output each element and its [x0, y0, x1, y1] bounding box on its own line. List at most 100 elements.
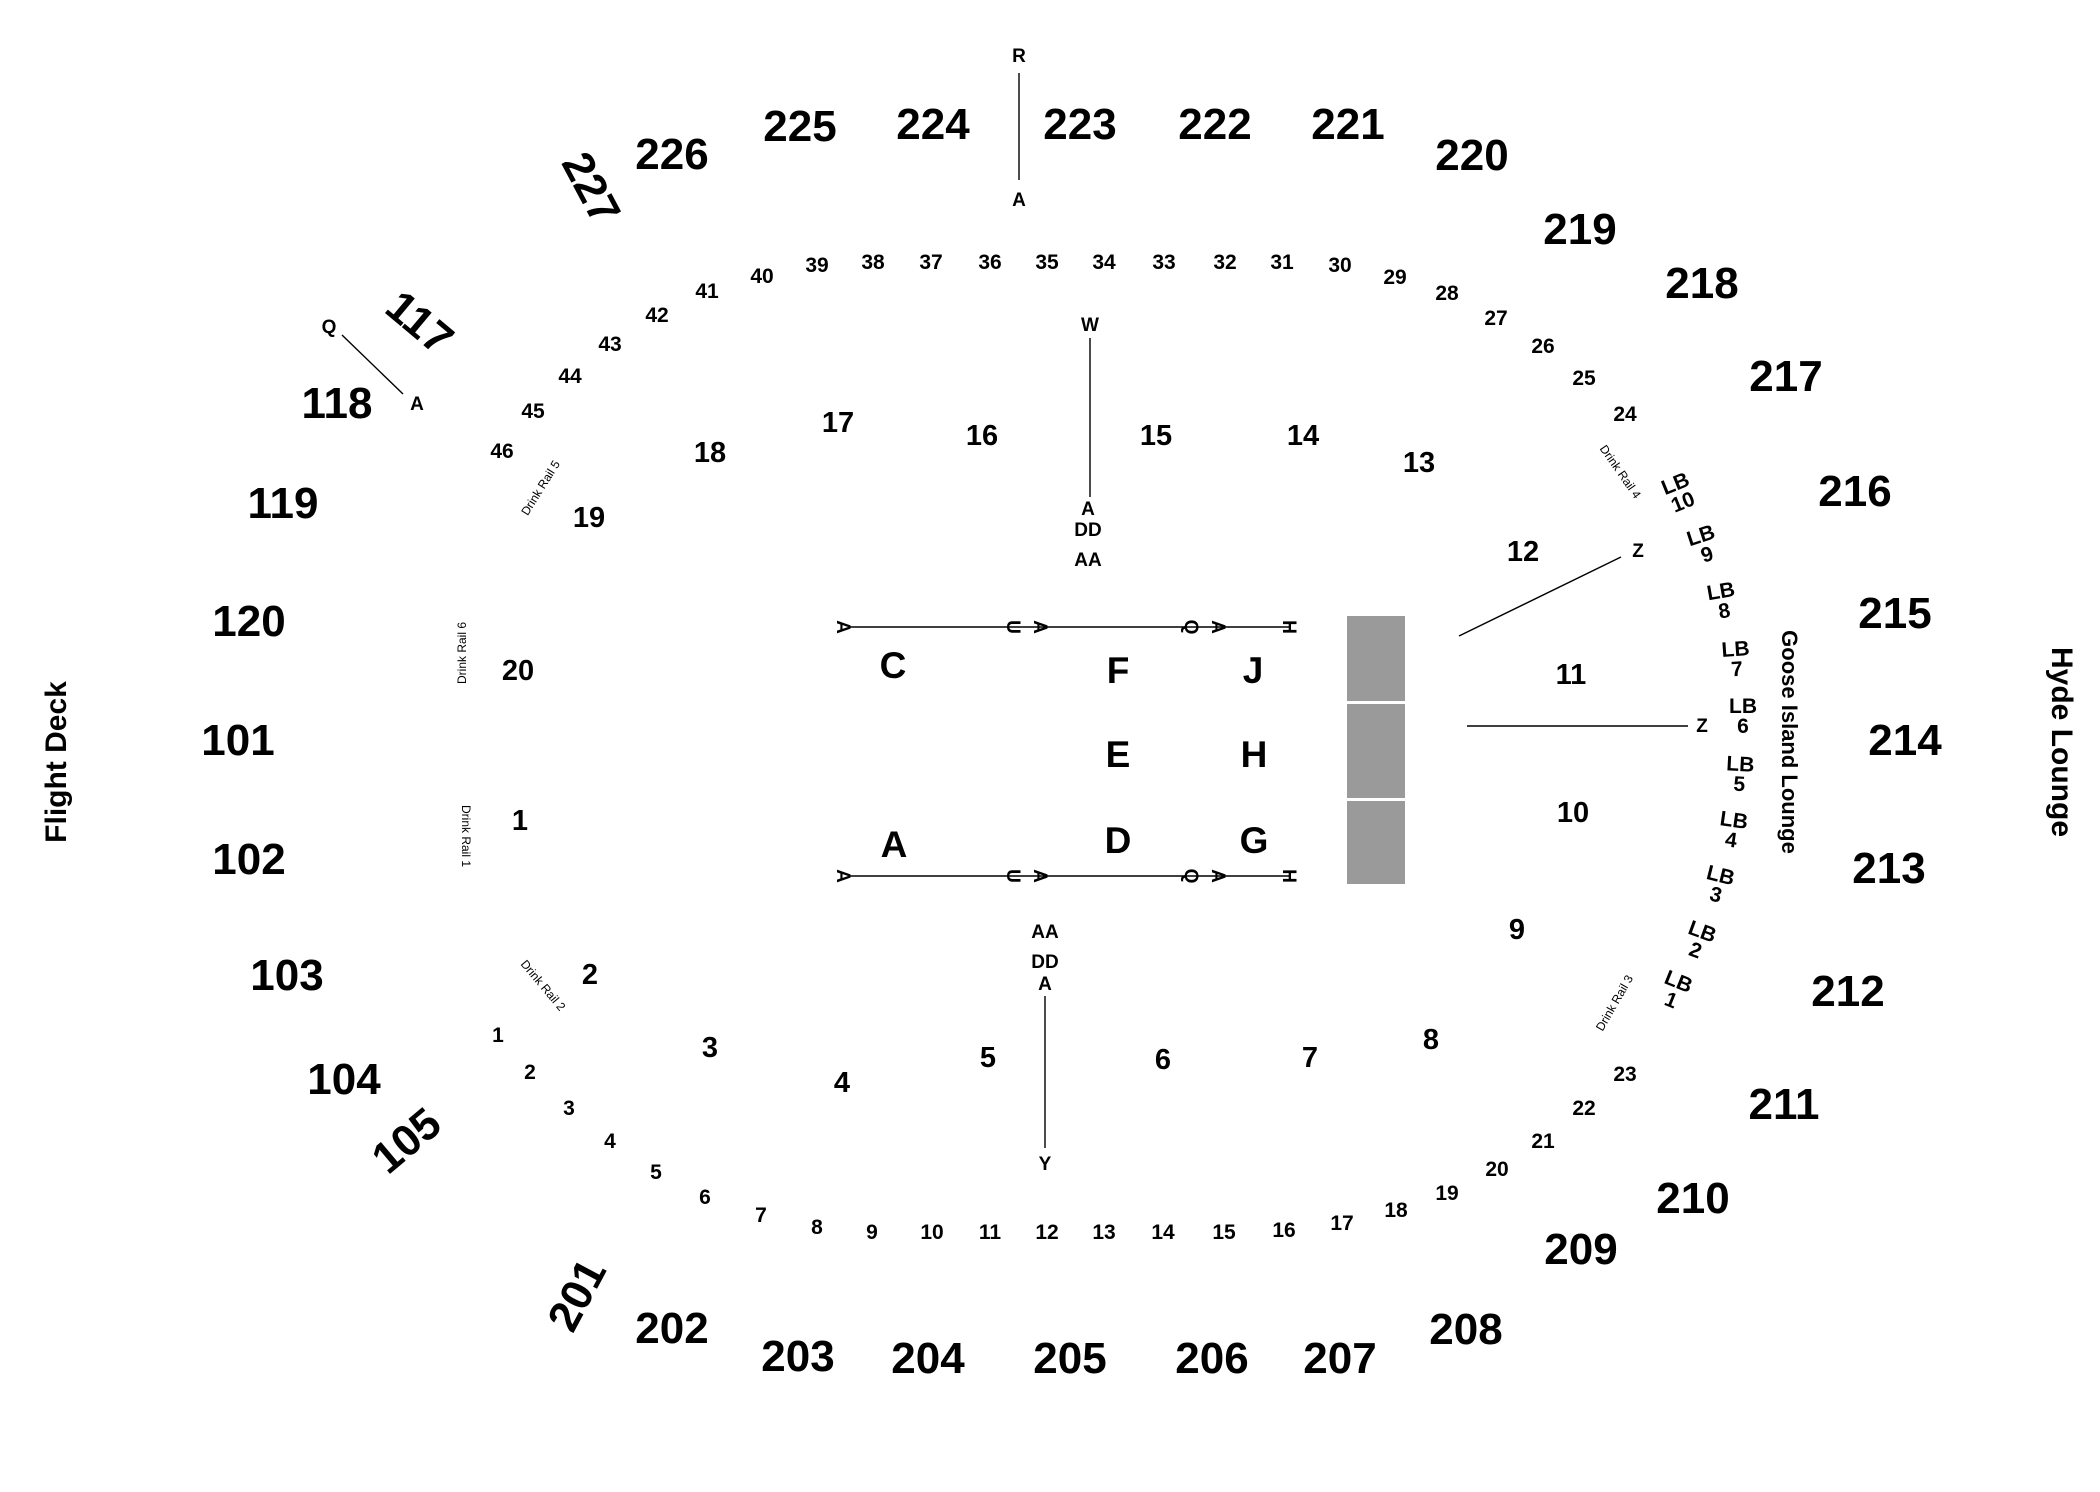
row-23[interactable]: 23 — [1613, 1063, 1636, 1086]
row-46[interactable]: 46 — [490, 440, 513, 463]
floor-section-15[interactable]: 15 — [1140, 420, 1172, 452]
floor-section-2[interactable]: 2 — [582, 959, 598, 991]
row-27[interactable]: 27 — [1484, 307, 1507, 330]
row-29[interactable]: 29 — [1383, 266, 1406, 289]
row-4[interactable]: 4 — [604, 1130, 616, 1153]
row-44[interactable]: 44 — [558, 365, 582, 388]
floor-section-10[interactable]: 10 — [1557, 797, 1589, 829]
section-226[interactable]: 226 — [635, 130, 708, 179]
lounge-box-10[interactable]: LB 10 — [1658, 468, 1700, 518]
row-1[interactable]: 1 — [492, 1024, 504, 1047]
floor-section-9[interactable]: 9 — [1509, 914, 1525, 946]
section-117[interactable]: 117 — [376, 281, 462, 364]
row-11[interactable]: 11 — [979, 1221, 1002, 1244]
row-26[interactable]: 26 — [1531, 335, 1554, 358]
floor-e[interactable]: E — [1106, 734, 1131, 775]
floor-a[interactable]: A — [881, 824, 908, 865]
floor-section-5[interactable]: 5 — [980, 1042, 996, 1074]
section-206[interactable]: 206 — [1175, 1334, 1248, 1383]
section-223[interactable]: 223 — [1043, 100, 1116, 149]
section-202[interactable]: 202 — [635, 1304, 708, 1353]
section-203[interactable]: 203 — [761, 1332, 834, 1381]
row-17[interactable]: 17 — [1330, 1212, 1353, 1235]
floor-section-8[interactable]: 8 — [1423, 1024, 1439, 1056]
lounge-box-7[interactable]: LB 7 — [1721, 637, 1752, 682]
section-103[interactable]: 103 — [250, 951, 323, 1000]
floor-section-17[interactable]: 17 — [822, 407, 854, 439]
drink-rail-3[interactable]: Drink Rail 3 — [1593, 972, 1636, 1033]
row-21[interactable]: 21 — [1531, 1130, 1555, 1153]
floor-c[interactable]: C — [880, 645, 907, 686]
section-120[interactable]: 120 — [212, 597, 285, 646]
row-19[interactable]: 19 — [1435, 1182, 1458, 1205]
section-215[interactable]: 215 — [1858, 589, 1931, 638]
section-219[interactable]: 219 — [1543, 205, 1616, 254]
floor-section-3[interactable]: 3 — [702, 1032, 718, 1064]
row-45[interactable]: 45 — [521, 400, 545, 423]
drink-rail-5[interactable]: Drink Rail 5 — [518, 458, 563, 518]
floor-section-18[interactable]: 18 — [694, 437, 726, 469]
section-218[interactable]: 218 — [1665, 259, 1738, 308]
lounge-box-9[interactable]: LB 9 — [1684, 521, 1724, 571]
row-8[interactable]: 8 — [811, 1216, 823, 1239]
floor-section-1[interactable]: 1 — [512, 805, 528, 837]
row-38[interactable]: 38 — [861, 251, 885, 274]
section-213[interactable]: 213 — [1852, 844, 1925, 893]
row-31[interactable]: 31 — [1270, 251, 1294, 274]
floor-section-16[interactable]: 16 — [966, 420, 998, 452]
row-32[interactable]: 32 — [1213, 251, 1236, 274]
section-221[interactable]: 221 — [1311, 100, 1384, 149]
floor-j[interactable]: J — [1243, 650, 1264, 691]
drink-rail-6[interactable]: Drink Rail 6 — [455, 622, 469, 684]
row-33[interactable]: 33 — [1152, 251, 1175, 274]
drink-rail-1[interactable]: Drink Rail 1 — [459, 805, 473, 867]
lounge-box-2[interactable]: LB 2 — [1678, 916, 1719, 966]
section-118[interactable]: 118 — [302, 379, 373, 428]
row-34[interactable]: 34 — [1092, 251, 1116, 274]
row-3[interactable]: 3 — [563, 1097, 575, 1120]
row-18[interactable]: 18 — [1384, 1199, 1408, 1222]
row-7[interactable]: 7 — [755, 1204, 767, 1227]
section-224[interactable]: 224 — [896, 100, 970, 149]
drink-rail-2[interactable]: Drink Rail 2 — [518, 957, 569, 1014]
section-208[interactable]: 208 — [1429, 1305, 1502, 1354]
row-36[interactable]: 36 — [978, 251, 1001, 274]
row-42[interactable]: 42 — [645, 304, 668, 327]
section-207[interactable]: 207 — [1303, 1334, 1376, 1383]
row-37[interactable]: 37 — [919, 251, 942, 274]
section-212[interactable]: 212 — [1811, 967, 1884, 1016]
row-41[interactable]: 41 — [695, 280, 719, 303]
floor-d[interactable]: D — [1105, 820, 1132, 861]
section-102[interactable]: 102 — [212, 835, 285, 884]
lounge-hyde[interactable]: Hyde Lounge — [2045, 647, 2078, 837]
row-28[interactable]: 28 — [1435, 282, 1459, 305]
section-216[interactable]: 216 — [1818, 467, 1891, 516]
section-205[interactable]: 205 — [1033, 1334, 1106, 1383]
floor-section-4[interactable]: 4 — [834, 1067, 850, 1099]
row-16[interactable]: 16 — [1272, 1219, 1295, 1242]
row-40[interactable]: 40 — [750, 265, 773, 288]
row-35[interactable]: 35 — [1035, 251, 1059, 274]
section-211[interactable]: 211 — [1749, 1080, 1820, 1129]
section-225[interactable]: 225 — [763, 102, 836, 151]
row-6[interactable]: 6 — [699, 1186, 711, 1209]
section-220[interactable]: 220 — [1435, 131, 1508, 180]
lounge-box-8[interactable]: LB 8 — [1705, 578, 1740, 625]
floor-section-19[interactable]: 19 — [573, 502, 605, 534]
section-101[interactable]: 101 — [201, 716, 274, 765]
section-105[interactable]: 105 — [363, 1099, 451, 1184]
section-210[interactable]: 210 — [1656, 1174, 1729, 1223]
row-5[interactable]: 5 — [650, 1161, 662, 1184]
section-217[interactable]: 217 — [1749, 352, 1822, 401]
row-10[interactable]: 10 — [920, 1221, 943, 1244]
floor-section-7[interactable]: 7 — [1302, 1042, 1318, 1074]
row-12[interactable]: 12 — [1035, 1221, 1058, 1244]
floor-f[interactable]: F — [1107, 650, 1130, 691]
section-222[interactable]: 222 — [1178, 100, 1251, 149]
section-204[interactable]: 204 — [891, 1334, 965, 1383]
row-9[interactable]: 9 — [866, 1221, 878, 1244]
floor-section-11[interactable]: 11 — [1556, 659, 1587, 691]
section-209[interactable]: 209 — [1544, 1225, 1617, 1274]
row-14[interactable]: 14 — [1151, 1221, 1175, 1244]
row-2[interactable]: 2 — [524, 1061, 536, 1084]
